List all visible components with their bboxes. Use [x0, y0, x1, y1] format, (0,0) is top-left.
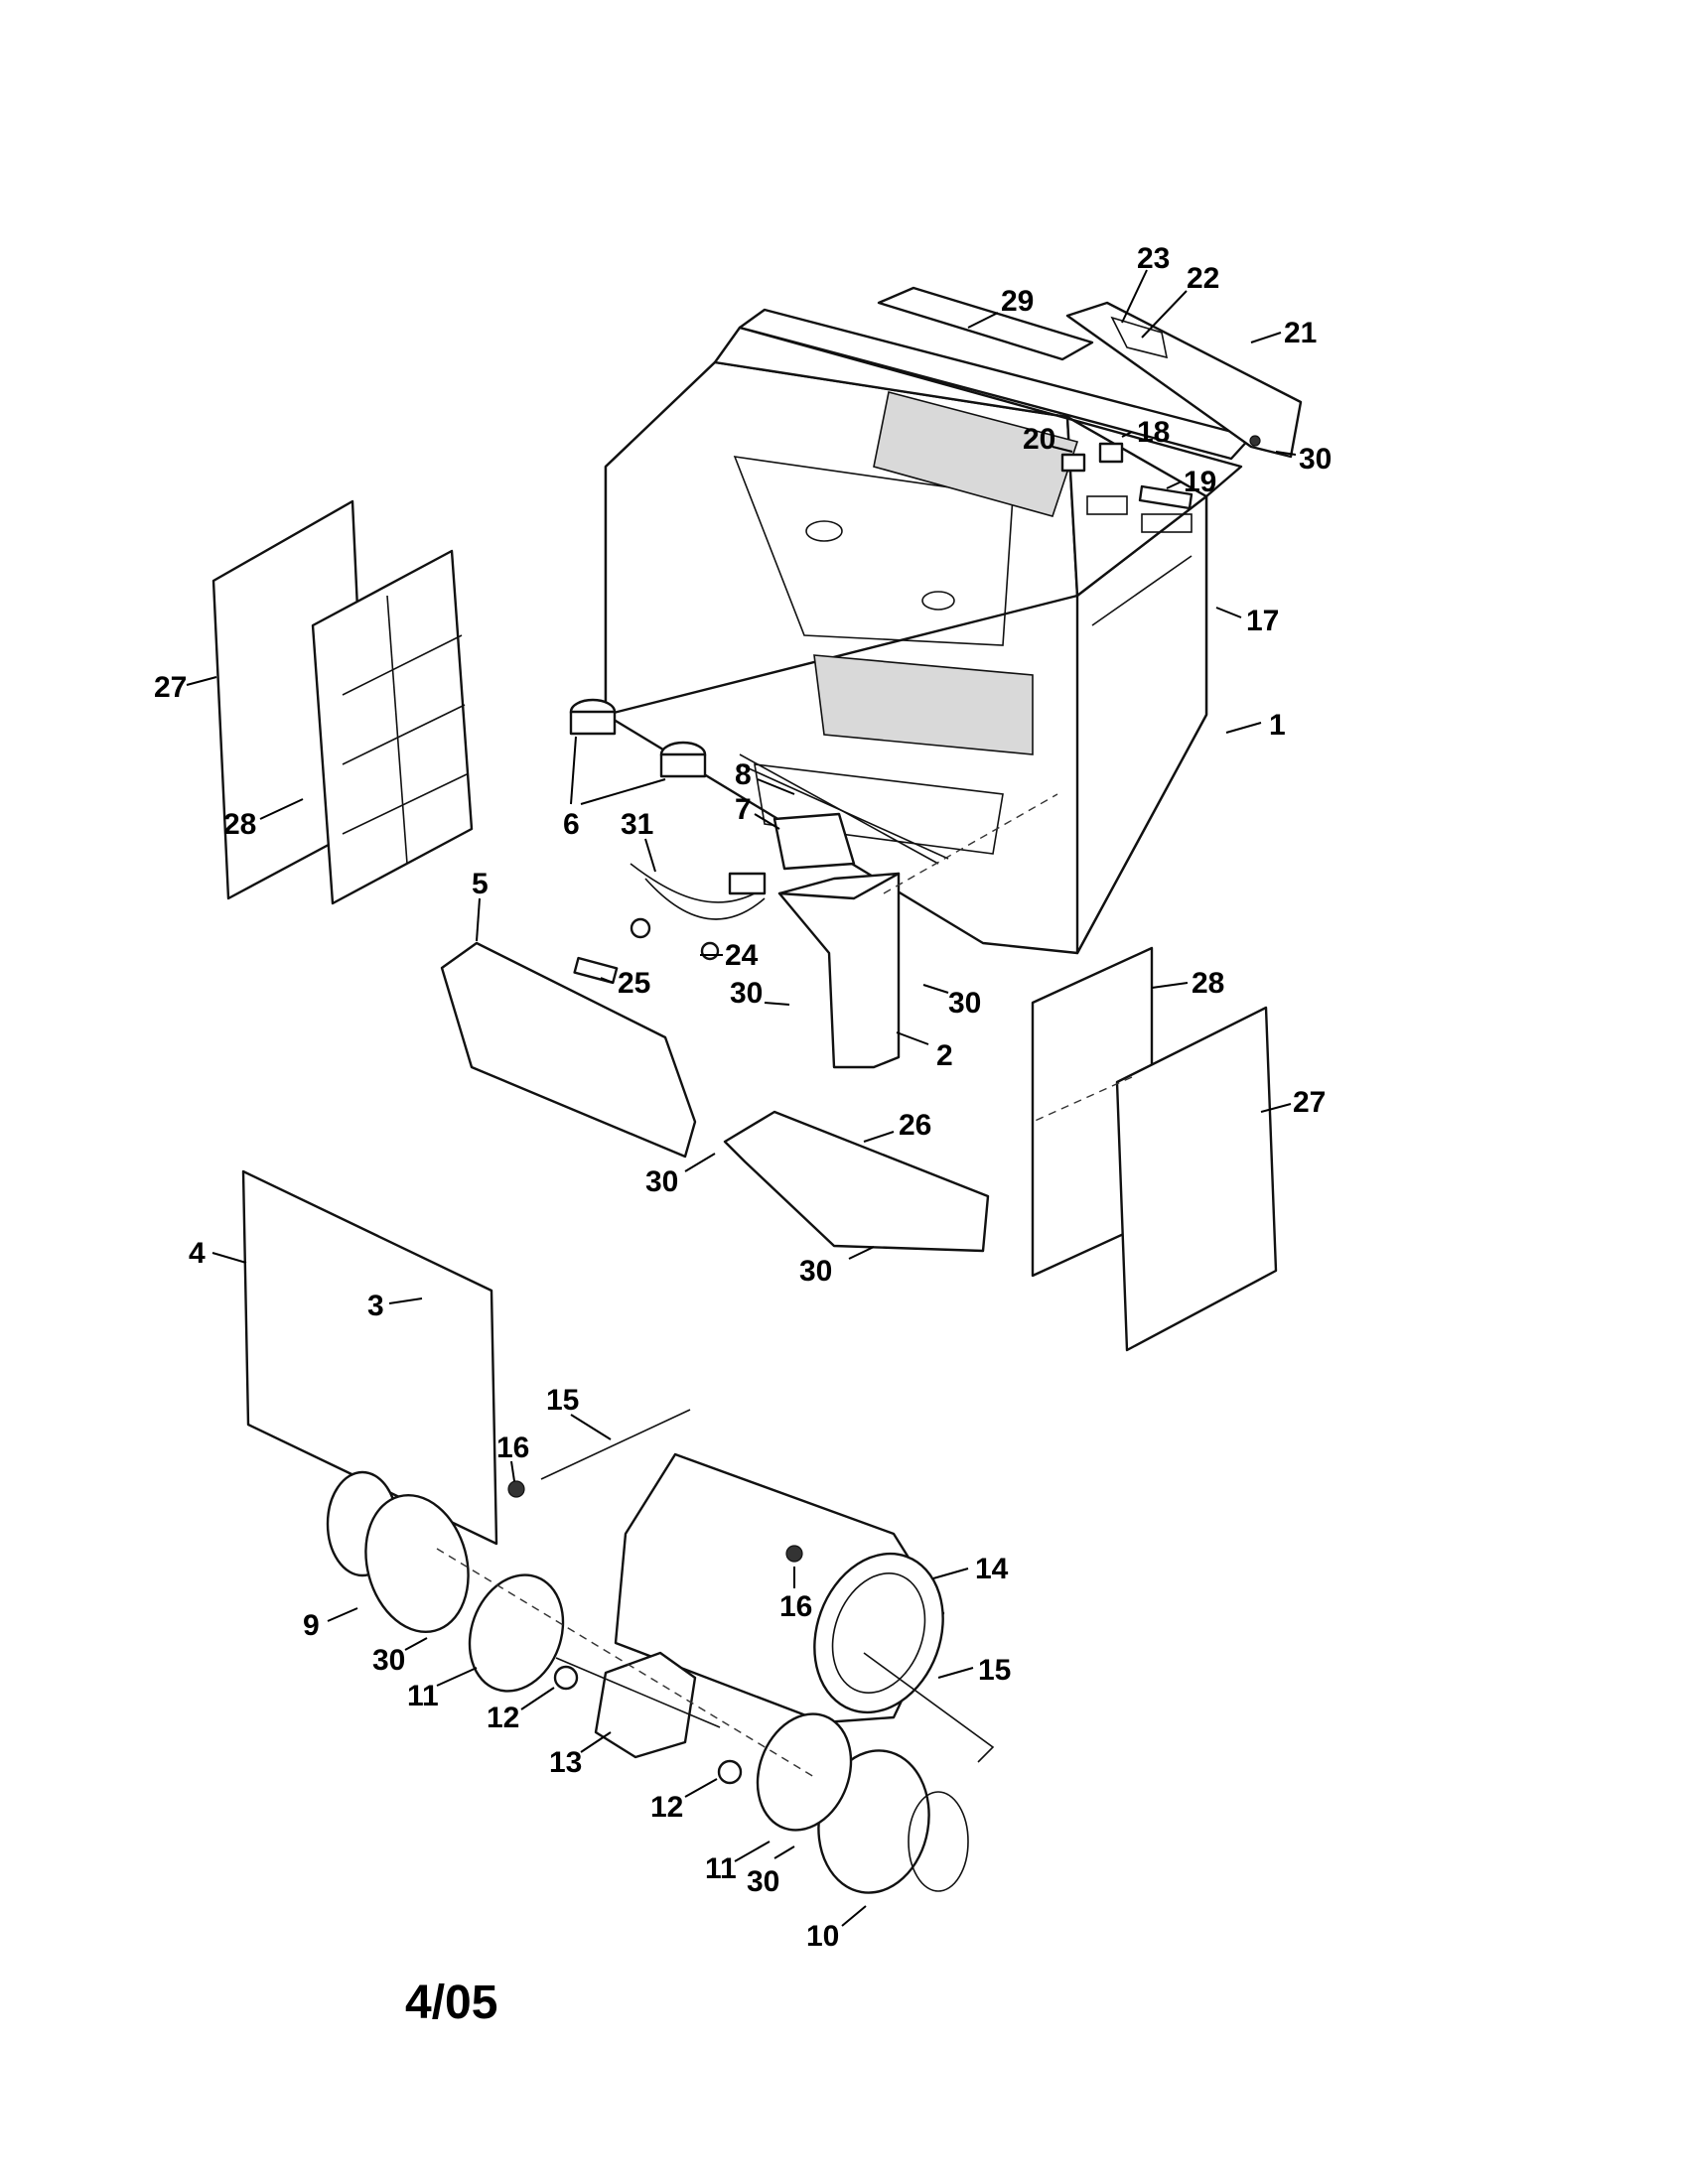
lamp-sockets — [569, 698, 707, 778]
callout-28-a: 28 — [223, 808, 256, 841]
callout-30-d: 30 — [645, 1165, 678, 1198]
callout-5: 5 — [472, 868, 489, 900]
callout-7: 7 — [735, 793, 752, 826]
hood-housing — [604, 326, 1243, 955]
callout-25: 25 — [618, 967, 650, 1000]
callout-10: 10 — [806, 1920, 839, 1953]
callout-1: 1 — [1269, 709, 1286, 742]
callout-26: 26 — [899, 1109, 931, 1142]
switch-parts — [1060, 442, 1193, 510]
callout-13: 13 — [549, 1746, 582, 1779]
terminal-block — [739, 763, 949, 871]
callout-29: 29 — [1001, 285, 1034, 318]
alignment-lines — [436, 793, 1133, 1778]
callout-20: 20 — [1023, 423, 1055, 456]
motor-mount-right — [756, 1712, 853, 1832]
callout-12-a: 12 — [487, 1702, 519, 1734]
callout-16-b: 16 — [779, 1590, 812, 1623]
blower-wheel-left — [326, 1470, 470, 1634]
callout-30-a: 30 — [1299, 443, 1332, 476]
callout-3: 3 — [367, 1290, 384, 1322]
callout-23: 23 — [1137, 242, 1170, 275]
callout-12-b: 12 — [650, 1791, 683, 1824]
filter-right — [1031, 946, 1278, 1352]
callout-31: 31 — [621, 808, 653, 841]
callout-30-e: 30 — [799, 1255, 832, 1288]
callout-6: 6 — [563, 808, 580, 841]
duct — [777, 872, 901, 1069]
callout-28-b: 28 — [1192, 967, 1224, 1000]
callout-27-b: 27 — [1293, 1086, 1326, 1119]
callout-17: 17 — [1246, 605, 1279, 637]
small-fittings — [573, 917, 720, 985]
wiring-harness — [630, 863, 767, 920]
callout-30-b: 30 — [730, 977, 763, 1010]
callout-21: 21 — [1284, 317, 1317, 349]
callout-14: 14 — [975, 1553, 1009, 1585]
callout-30-f: 30 — [372, 1644, 405, 1677]
filter-left — [211, 499, 474, 905]
callout-15-a: 15 — [546, 1384, 579, 1417]
top-bracket — [1065, 301, 1303, 459]
nuts — [507, 1480, 803, 1563]
callout-27-a: 27 — [154, 671, 187, 704]
callouts: 1 2 3 4 5 6 7 8 9 10 11 11 — [154, 242, 1332, 1953]
callout-24: 24 — [725, 939, 759, 972]
callout-15-b: 15 — [978, 1654, 1011, 1687]
callout-30-g: 30 — [747, 1865, 779, 1898]
grommets — [553, 1665, 743, 1785]
support-rods — [540, 1409, 995, 1763]
callout-19: 19 — [1184, 466, 1216, 498]
callout-16-a: 16 — [496, 1432, 529, 1464]
callout-4: 4 — [189, 1237, 206, 1270]
motor — [555, 1651, 721, 1759]
callout-18: 18 — [1137, 416, 1170, 449]
callout-22: 22 — [1187, 262, 1219, 295]
motor-mount-left — [468, 1573, 565, 1693]
callout-2: 2 — [936, 1039, 953, 1072]
callout-11-b: 11 — [705, 1852, 737, 1885]
bottom-tray — [723, 1110, 990, 1253]
date-code: 4/05 — [405, 1977, 498, 2029]
callout-11-a: 11 — [407, 1680, 439, 1712]
callout-8: 8 — [735, 758, 752, 791]
light-cover — [440, 941, 697, 1159]
callout-30-c: 30 — [948, 987, 981, 1020]
grille-label — [877, 286, 1094, 361]
callout-9: 9 — [303, 1609, 320, 1642]
back-panel — [241, 1169, 498, 1546]
